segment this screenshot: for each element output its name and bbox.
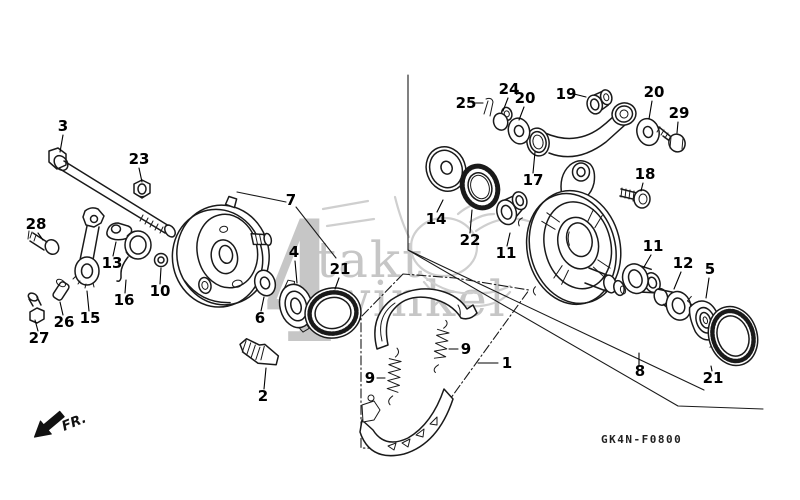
part-label-20-22: 20 [515,89,536,107]
leader-line-17-24 [532,151,536,174]
part-dust-seal-left [304,287,362,339]
diagram-code: GK4N-F0800 [601,433,682,446]
part-torque-arm [526,102,637,158]
part-flange-bolt-28 [27,230,60,256]
part-label-18-25: 18 [635,165,656,183]
watermark: 4 takt winkel [263,186,548,380]
part-label-1-16: 1 [502,354,512,372]
leader-line-27-4 [34,319,39,332]
part-label-9-15: 9 [461,340,471,358]
leader-line-29-27 [676,121,679,134]
leader-line-2-12 [263,367,267,390]
leader-line-15-6 [86,290,90,312]
part-dust-seal-right [707,305,759,367]
part-label-9-14: 9 [365,369,375,387]
part-shoe-spring-left [386,347,402,406]
part-washer-20-right [636,117,660,147]
part-small-nut-10 [153,252,169,268]
part-brake-arm [72,207,105,289]
part-stopper-bolt-27 [27,292,45,324]
part-label-20-26: 20 [644,83,665,101]
part-washer-6 [253,269,277,297]
leader-line-10-9 [159,267,162,285]
part-shoe-spring-right [433,319,450,373]
part-axle-bolt [48,147,176,238]
part-flange-bolt-18 [619,187,651,209]
part-label-7-3: 7 [286,191,296,209]
leader-line-23-1 [138,167,143,183]
leader-line-13-7 [112,241,117,257]
leader-line-20-22 [518,106,525,121]
part-label-27-4: 27 [29,329,50,347]
part-label-10-9: 10 [150,282,171,300]
part-brake-shoe-lower [359,388,454,457]
leader-line-18-25 [640,182,644,192]
leader-line-4-11 [294,260,298,284]
part-axle-nut [133,179,151,199]
part-label-28-2: 28 [26,215,47,233]
leader-line-14-17 [436,199,444,213]
leader-line-3-0 [59,134,64,153]
part-label-25-20: 25 [456,94,477,112]
part-brake-cam [239,338,280,366]
leader-line-26-5 [59,301,64,316]
leader-line-5-30 [705,277,710,299]
part-brake-panel-left [171,195,273,308]
part-pin-26 [52,278,70,301]
leader-line-22-18 [469,209,473,234]
part-brake-shoe-upper [374,288,478,350]
part-label-2-12: 2 [258,387,268,405]
leader-line-6-10 [260,296,265,312]
part-label-19-23: 19 [556,85,577,103]
part-bushing-12 [653,287,692,321]
leader-line-20-26 [648,100,653,120]
leader-line-28-2 [37,232,44,241]
part-label-29-27: 29 [669,104,690,122]
part-label-11-28: 11 [643,237,664,255]
part-label-21-13: 21 [330,260,351,278]
part-label-26-5: 26 [54,313,75,331]
leader-line-16-8 [124,279,127,294]
leader-line-19-23 [573,93,587,98]
part-label-22-18: 22 [460,231,481,249]
part-washer-20-left [507,117,531,145]
part-label-11-19: 11 [496,244,517,262]
part-label-4-11: 4 [289,243,299,261]
part-brake-panel-right [518,160,627,306]
part-label-14-17: 14 [426,210,447,228]
leader-line-21-32 [710,365,713,372]
leader-line-12-29 [673,271,682,290]
part-label-3-0: 3 [58,117,68,135]
front-direction-arrow-icon: FR. [33,411,89,438]
part-label-23-1: 23 [129,150,150,168]
watermark-word-1: takt [316,231,424,289]
leader-line-24-21 [502,97,509,112]
part-label-24-21: 24 [499,80,520,98]
part-bushing-11-left [496,191,528,226]
part-cotter-pin [483,97,494,117]
part-flange-bolt-29 [656,126,686,153]
part-label-13-7: 13 [102,254,123,272]
part-indicator-spring [116,230,152,282]
part-label-17-24: 17 [523,171,544,189]
part-label-15-6: 15 [80,309,101,327]
part-label-21-32: 21 [703,369,724,387]
part-side-washer-14 [425,146,467,192]
part-label-8-31: 8 [635,362,645,380]
leader-line-21-13 [334,277,340,290]
leader-line-11-19 [506,232,511,247]
part-dust-seal-22 [459,163,501,211]
part-label-5-30: 5 [705,260,715,278]
part-label-16-8: 16 [114,291,135,309]
front-direction-label: FR. [60,411,89,435]
leader-line-11-28 [643,254,652,268]
part-label-6-10: 6 [255,309,265,327]
part-label-12-29: 12 [673,254,694,272]
part-bushing-24 [492,106,513,131]
part-arm-bushing-19 [586,89,613,115]
